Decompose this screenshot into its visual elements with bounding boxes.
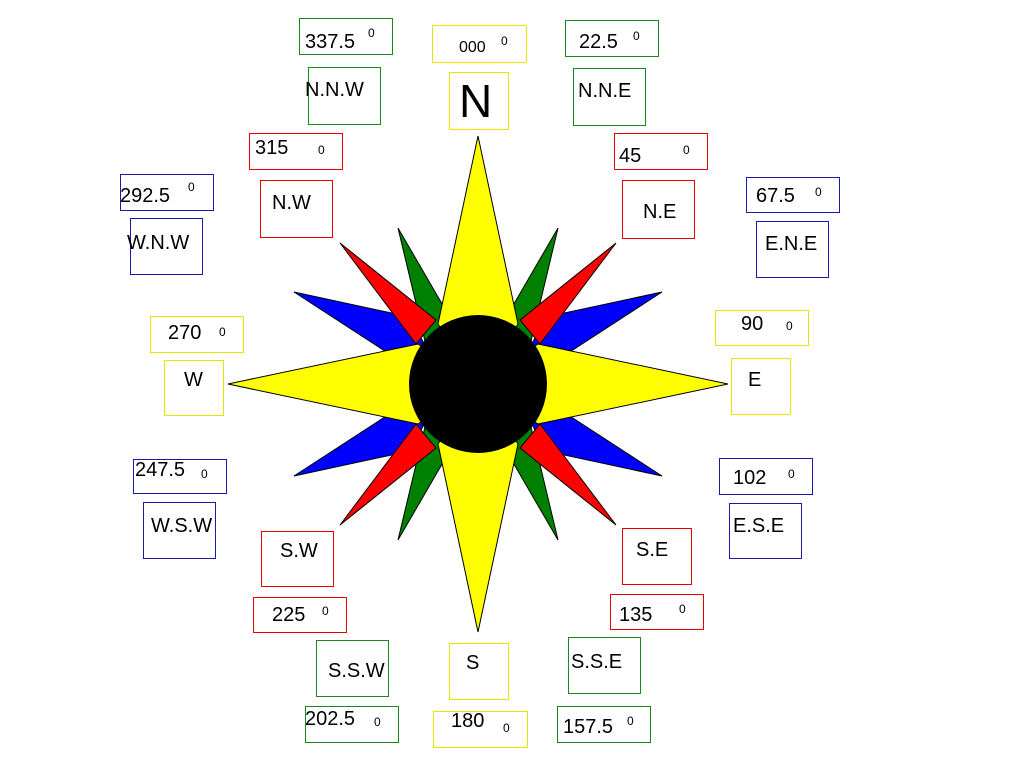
direction-box-nnw xyxy=(308,67,381,125)
degree-mark-e: 0 xyxy=(786,319,793,333)
degree-sw: 225 xyxy=(272,604,306,626)
intercardinal-points xyxy=(339,242,617,526)
point-sw xyxy=(339,423,437,526)
direction-box-nw xyxy=(260,180,333,238)
direction-wsw: W.S.W xyxy=(151,515,213,537)
direction-box-ese xyxy=(729,503,802,559)
direction-ssw: S.S.W xyxy=(328,660,385,682)
degree-mark-w: 0 xyxy=(219,325,226,339)
degree-mark-nw: 0 xyxy=(318,143,325,157)
direction-nne: N.N.E xyxy=(578,80,632,102)
direction-box-sse xyxy=(568,637,641,694)
degree-mark-ssw: 0 xyxy=(374,715,381,729)
direction-box-ne xyxy=(622,180,695,239)
degree-box-n xyxy=(432,25,527,63)
degree-ssw: 202.5 xyxy=(305,708,356,730)
degree-box-sse xyxy=(557,706,651,743)
direction-box-nne xyxy=(573,68,646,126)
degree-box-ne xyxy=(614,133,708,170)
degree-box-ene xyxy=(746,177,840,213)
direction-box-w xyxy=(164,360,224,416)
degree-ese: 102 xyxy=(733,467,767,489)
point-ne xyxy=(519,242,617,345)
degree-e: 90 xyxy=(741,313,764,335)
degree-mark-ese: 0 xyxy=(788,467,795,481)
direction-e: E xyxy=(748,369,762,391)
degree-mark-wsw: 0 xyxy=(201,467,208,481)
direction-box-e xyxy=(731,358,791,415)
degree-mark-sse: 0 xyxy=(627,714,634,728)
degree-nne: 22.5 xyxy=(579,31,618,53)
direction-sw: S.W xyxy=(280,540,318,562)
degree-mark-ne: 0 xyxy=(683,143,690,157)
degree-ne: 45 xyxy=(619,145,642,167)
degree-wnw: 292.5 xyxy=(120,185,171,207)
direction-nnw: N.N.W xyxy=(305,79,364,101)
direction-box-ssw xyxy=(316,640,389,697)
degree-mark-wnw: 0 xyxy=(188,180,195,194)
direction-n: N xyxy=(459,75,493,127)
degree-wsw: 247.5 xyxy=(135,459,186,481)
degree-mark-nne: 0 xyxy=(633,29,640,43)
degree-se: 135 xyxy=(619,604,653,626)
direction-box-se xyxy=(622,528,692,585)
direction-s: S xyxy=(466,652,480,674)
degree-box-ese xyxy=(719,458,813,495)
degree-nw: 315 xyxy=(255,137,289,159)
point-nw xyxy=(339,242,437,345)
degree-nnw: 337.5 xyxy=(305,31,356,53)
degree-box-e xyxy=(715,310,809,346)
degree-box-sw xyxy=(253,597,347,633)
degree-box-wsw xyxy=(133,459,227,494)
degree-mark-sw: 0 xyxy=(322,604,329,618)
point-se xyxy=(519,423,617,526)
degree-box-nnw xyxy=(299,18,393,55)
direction-box-n xyxy=(449,72,509,130)
direction-ene: E.N.E xyxy=(765,233,818,255)
degree-box-wnw xyxy=(120,174,214,211)
direction-box-s xyxy=(449,643,509,700)
degree-sse: 157.5 xyxy=(563,716,614,738)
degree-s: 180 xyxy=(451,710,485,732)
direction-box-ene xyxy=(756,221,829,278)
direction-wnw: W.N.W xyxy=(127,232,190,254)
degree-n: 000 xyxy=(459,39,486,56)
direction-ne: N.E xyxy=(643,201,677,223)
degree-mark-nnw: 0 xyxy=(368,26,375,40)
degree-box-w xyxy=(150,316,244,353)
degree-mark-se: 0 xyxy=(679,602,686,616)
degree-box-nne xyxy=(565,20,659,57)
degree-mark-s: 0 xyxy=(503,721,510,735)
direction-nw: N.W xyxy=(272,192,311,214)
degree-mark-n: 0 xyxy=(501,34,508,48)
direction-sse: S.S.E xyxy=(571,651,623,673)
degree-box-se xyxy=(610,594,704,630)
degree-box-s xyxy=(433,711,528,748)
direction-box-sw xyxy=(261,531,334,587)
direction-w: W xyxy=(184,369,203,391)
direction-box-wnw xyxy=(130,218,203,275)
degree-w: 270 xyxy=(168,322,202,344)
compass-center xyxy=(409,315,547,453)
degree-box-ssw xyxy=(305,706,399,743)
degree-mark-ene: 0 xyxy=(815,185,822,199)
degree-ene: 67.5 xyxy=(756,185,795,207)
degree-box-nw xyxy=(249,133,343,170)
direction-se: S.E xyxy=(636,539,669,561)
direction-ese: E.S.E xyxy=(733,515,785,537)
direction-box-wsw xyxy=(143,502,216,559)
